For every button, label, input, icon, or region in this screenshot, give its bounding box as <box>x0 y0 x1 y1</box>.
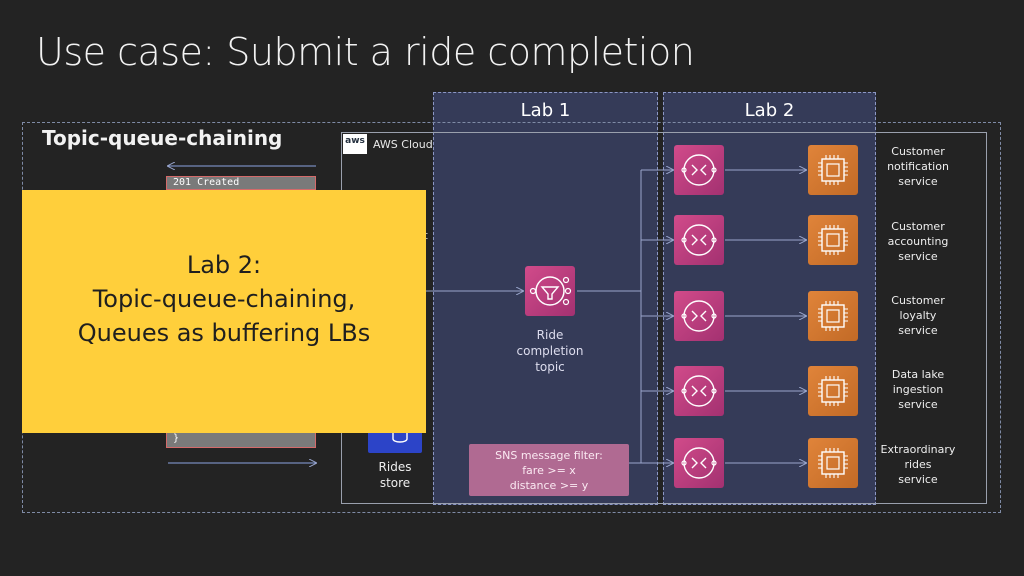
ec2-instance-icon <box>808 291 858 341</box>
http-response-block: 201 Created <box>166 176 316 190</box>
service-label: Extraordinary rides service <box>880 443 956 486</box>
page-title: Use case: Submit a ride completion <box>36 30 695 74</box>
topic-label: Ride completion topic <box>516 328 584 374</box>
cloud-label: AWS Cloud <box>373 138 433 151</box>
sns-topic-icon <box>525 266 575 316</box>
ec2-instance-icon <box>808 366 858 416</box>
sqs-queue-icon <box>674 366 724 416</box>
sns-filter-note: SNS message filter: fare >= x distance >… <box>469 444 629 496</box>
service-label: Customer notification service <box>887 145 949 188</box>
sqs-queue-icon <box>674 215 724 265</box>
sqs-queue-icon <box>674 291 724 341</box>
sqs-queue-icon <box>674 145 724 195</box>
service-label: Customer accounting service <box>887 220 949 263</box>
ec2-instance-icon <box>808 215 858 265</box>
section-title: Topic-queue-chaining <box>42 126 283 150</box>
sqs-queue-icon <box>674 438 724 488</box>
service-label: Customer loyalty service <box>891 294 945 337</box>
service-label: Data lake ingestion service <box>891 368 945 411</box>
lab2-label: Lab 2 <box>744 100 795 121</box>
lab2-callout: Lab 2: Topic-queue-chaining, Queues as b… <box>22 190 426 433</box>
ec2-instance-icon <box>808 145 858 195</box>
aws-logo-icon: aws <box>343 134 367 154</box>
ec2-instance-icon <box>808 438 858 488</box>
lab1-label: Lab 1 <box>520 100 571 121</box>
rides-store-label: Rides store <box>378 460 412 490</box>
